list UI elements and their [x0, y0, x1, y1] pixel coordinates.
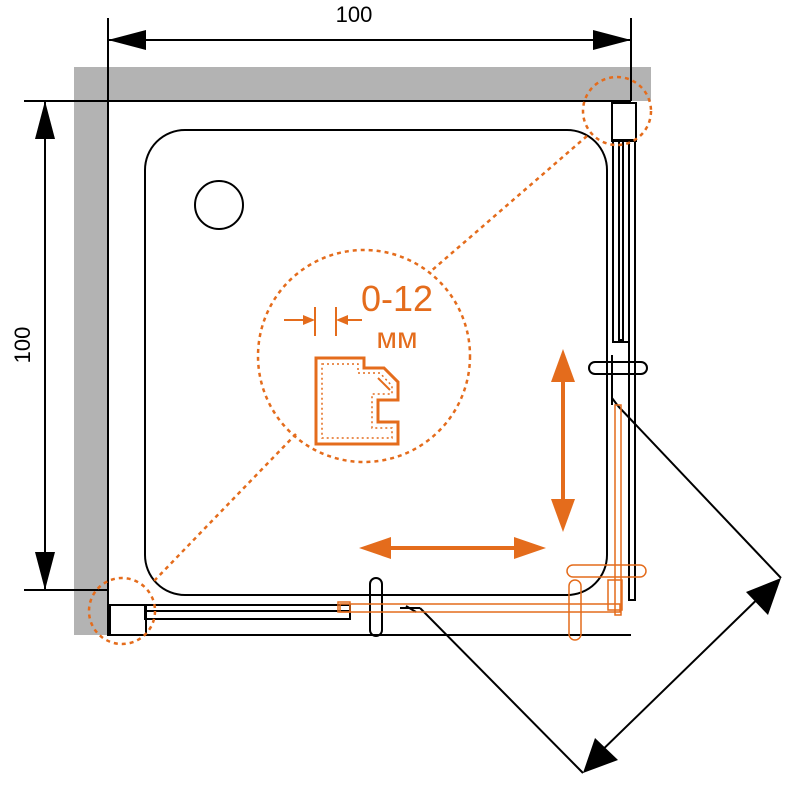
arrow-up-icon [551, 349, 575, 382]
callout-circle [256, 248, 472, 464]
right-wall-profile [611, 102, 637, 142]
opening-arrow-bottom [583, 738, 618, 773]
depth-dimension [24, 100, 108, 591]
width-dimension [107, 18, 632, 101]
right-door-open-edge [617, 405, 782, 579]
arrow-right-icon [514, 537, 546, 559]
leader-top [429, 135, 588, 273]
opening-arrow-top [746, 578, 781, 615]
slide-arrows [359, 349, 575, 559]
right-door-handle-open [566, 564, 647, 578]
opening-dimension-line [588, 581, 776, 764]
bottom-door-handle-open [568, 579, 582, 641]
depth-label: 100 [10, 327, 35, 364]
wall-profile-icon [314, 356, 400, 446]
drain-icon [194, 180, 244, 230]
right-fixed-glass [612, 139, 630, 343]
right-fixed-glass-inner [628, 139, 636, 601]
arrow-down-icon [551, 499, 575, 532]
bottom-door-open-edge [419, 607, 584, 774]
bottom-door-handle [369, 577, 383, 637]
tray-basin [144, 129, 608, 596]
door-swing [419, 405, 782, 774]
profile-callout: 0-12 мм [284, 278, 433, 446]
width-label: 100 [336, 2, 373, 27]
gap-dimension [284, 307, 362, 336]
adjustment-range: 0-12 [361, 278, 433, 319]
detail-leaders [87, 75, 653, 646]
walls [74, 67, 651, 635]
corner-detail-top [581, 75, 653, 147]
corner-detail-bottom [87, 576, 157, 646]
right-panel [588, 102, 648, 601]
arrow-left-icon [359, 537, 391, 559]
adjustment-unit: мм [376, 322, 417, 355]
bottom-wall-profile [109, 604, 147, 636]
right-door-handle [588, 361, 648, 375]
bottom-panel [109, 577, 420, 637]
tray-outline [107, 100, 631, 636]
sliding-door-position [337, 404, 647, 641]
leader-bottom [152, 433, 297, 583]
side-wall [74, 67, 108, 635]
back-wall [74, 67, 651, 101]
